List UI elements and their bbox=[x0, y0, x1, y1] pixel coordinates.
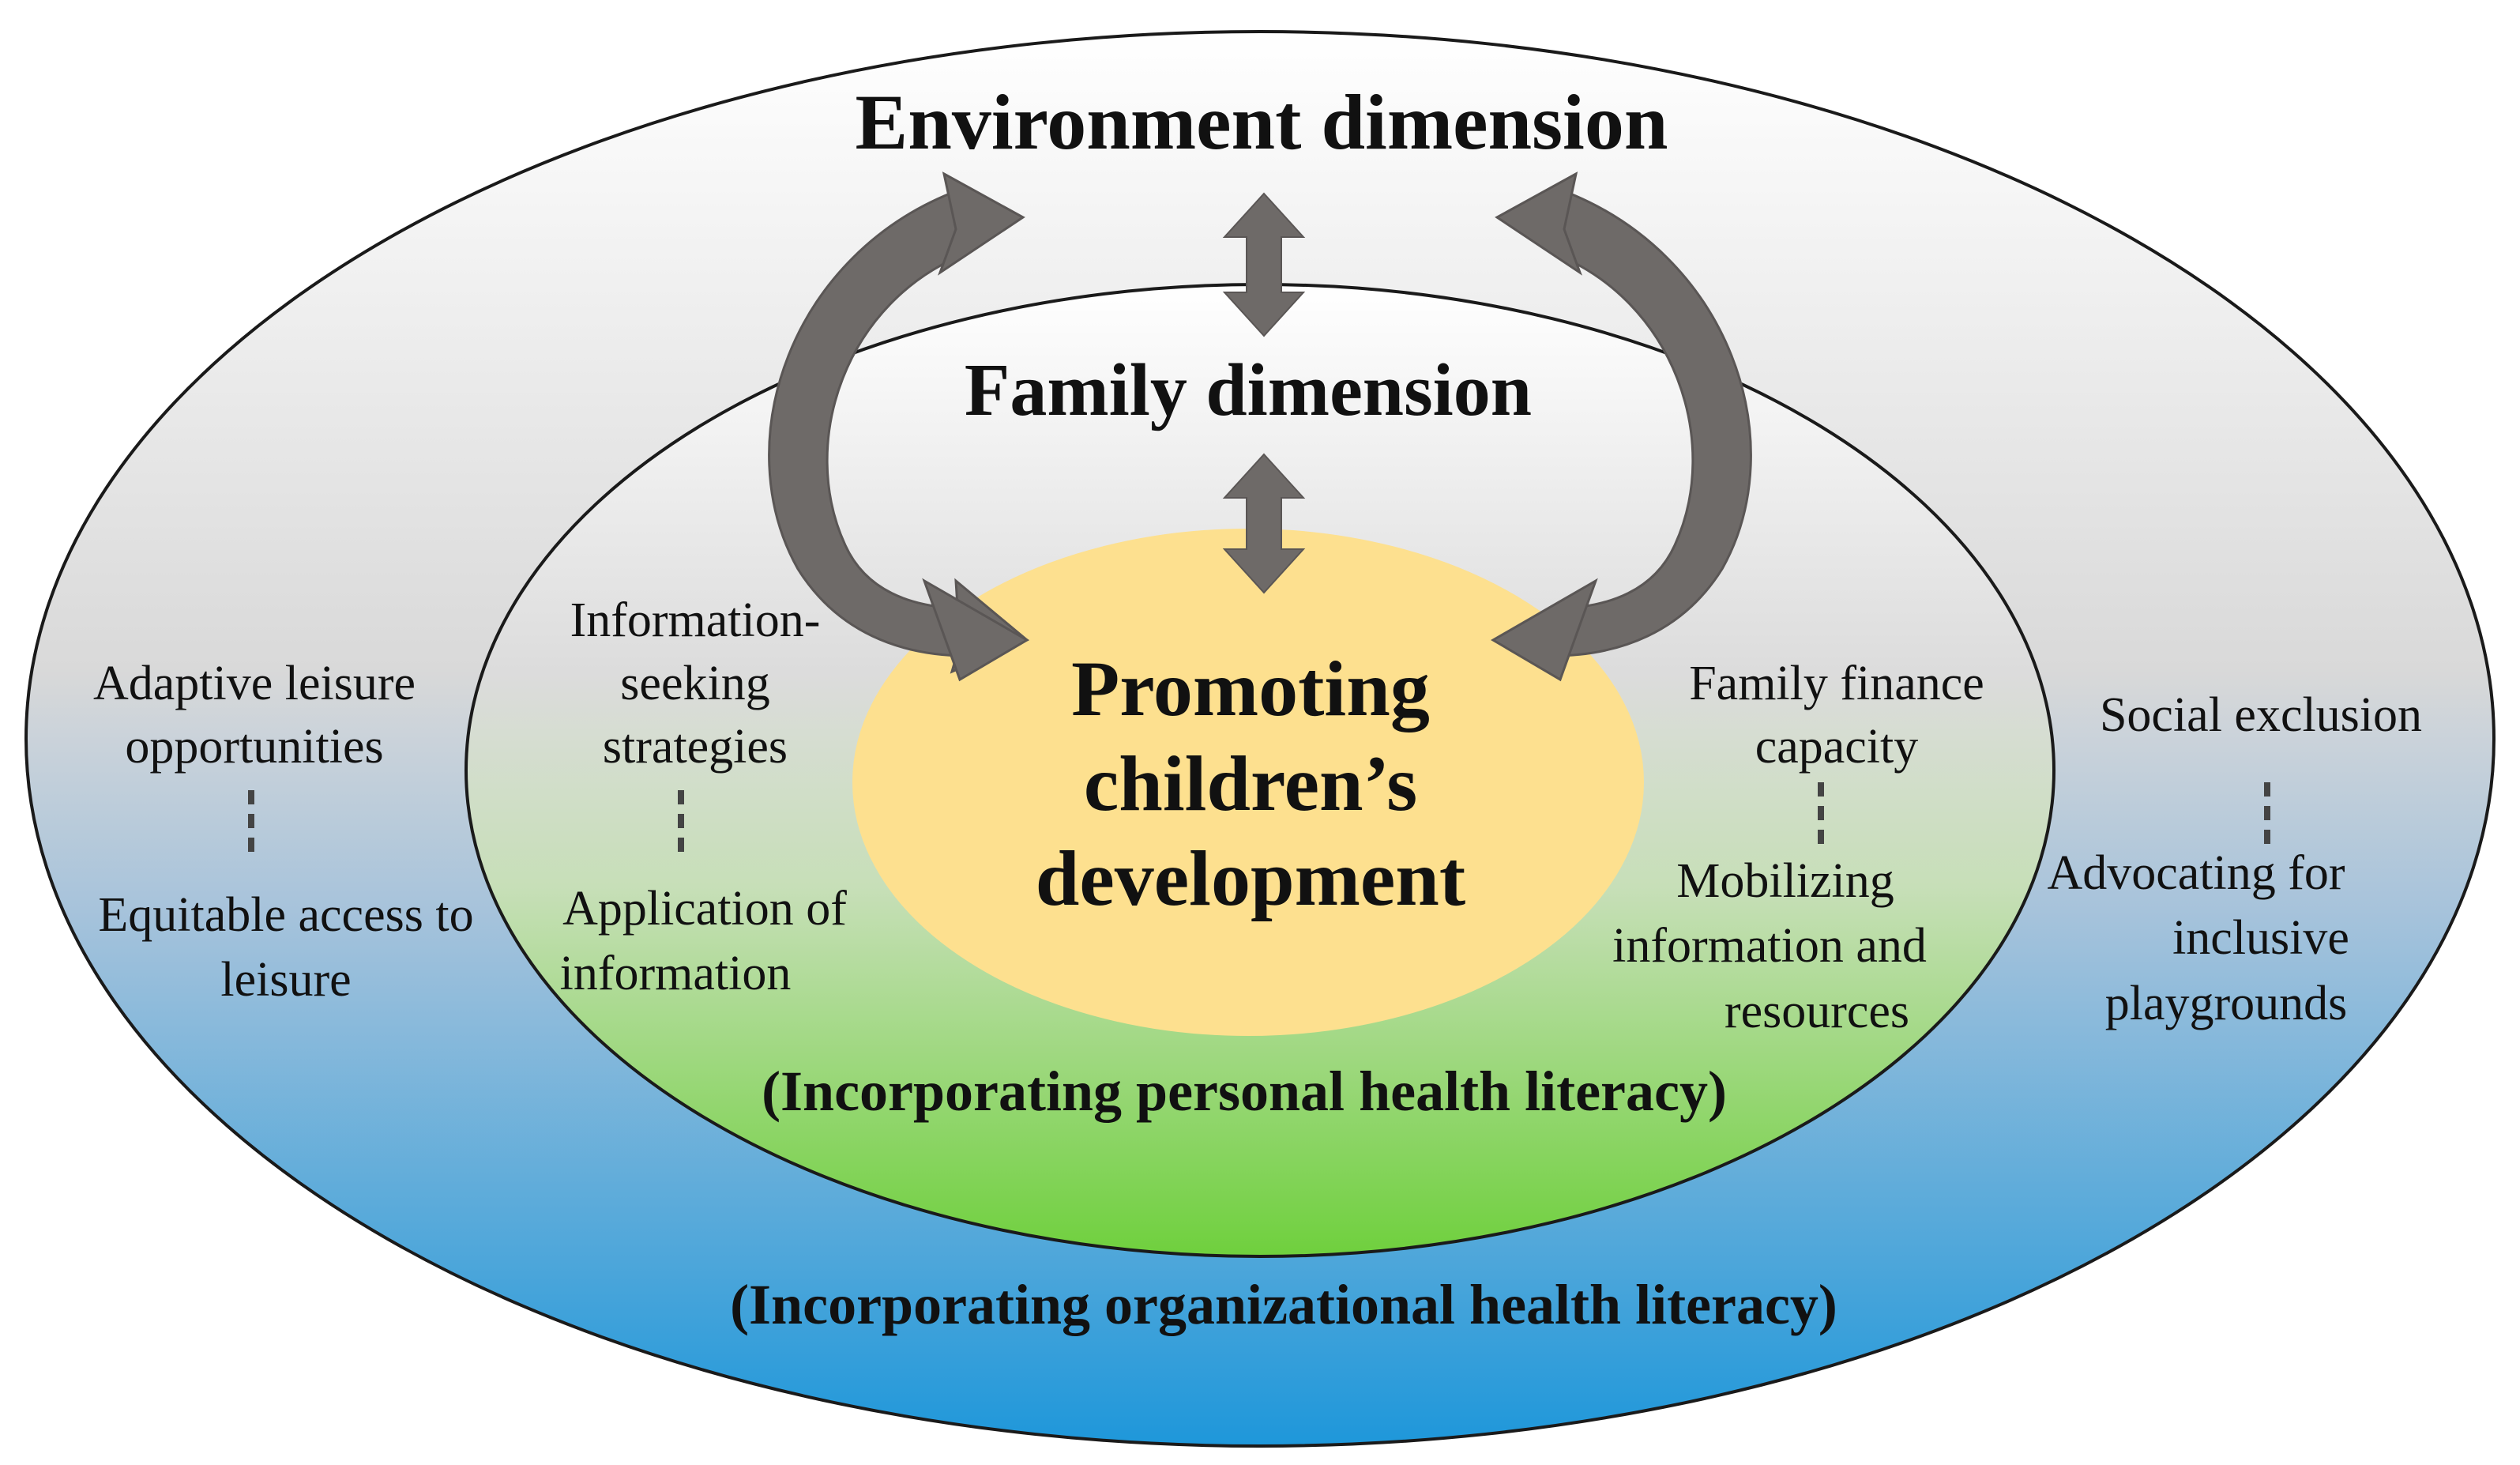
inner-left-top-line-3: strategies bbox=[603, 720, 788, 774]
outer-right-bottom-line-2: inclusive bbox=[2172, 911, 2349, 965]
center-line-1: Promoting bbox=[1071, 645, 1430, 732]
outer-right-bottom-line-1: Advocating for bbox=[2047, 846, 2345, 900]
curved-arrow-left-icon bbox=[768, 171, 1029, 682]
organizational-health-literacy-caption: (Incorporating organizational health lit… bbox=[730, 1273, 1837, 1336]
double-arrow-upper-icon bbox=[1222, 192, 1306, 337]
inner-right-bottom-line-2: information and bbox=[1612, 919, 1927, 973]
inner-right-top-line-1: Family finance bbox=[1689, 657, 1984, 710]
outer-left-bottom-line-1: Equitable access to bbox=[98, 888, 473, 942]
outer-right-bottom-line-3: playgrounds bbox=[2105, 977, 2348, 1030]
outer-left-bottom-line-2: leisure bbox=[220, 953, 351, 1007]
inner-right-bottom-line-3: resources bbox=[1725, 985, 1909, 1038]
inner-left-bottom-line-1: Application of bbox=[562, 882, 847, 936]
outer-left-top-line-1: Adaptive leisure bbox=[93, 657, 416, 710]
center-line-3: development bbox=[1036, 834, 1465, 922]
outer-right-top-line-1: Social exclusion bbox=[2100, 688, 2422, 742]
family-dimension-title: Family dimension bbox=[965, 349, 1532, 431]
personal-health-literacy-caption: (Incorporating personal health literacy) bbox=[762, 1060, 1727, 1123]
inner-left-top-line-1: Information- bbox=[570, 593, 821, 647]
inner-right-top-line-2: capacity bbox=[1755, 720, 1919, 774]
inner-left-bottom-line-2: information bbox=[560, 947, 792, 1000]
outer-left-top-line-2: opportunities bbox=[125, 720, 383, 774]
curved-arrow-right-icon bbox=[1491, 171, 1752, 682]
center-line-2: children’s bbox=[1084, 740, 1417, 827]
inner-right-bottom-line-1: Mobilizing bbox=[1676, 854, 1894, 908]
inner-left-top-line-2: seeking bbox=[620, 657, 769, 710]
double-arrow-lower-icon bbox=[1222, 453, 1306, 594]
environment-dimension-title: Environment dimension bbox=[856, 78, 1668, 166]
